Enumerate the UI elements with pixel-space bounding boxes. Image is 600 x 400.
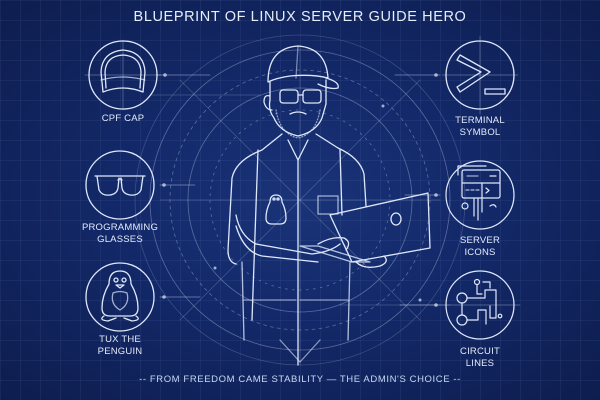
label-terminal-symbol: TERMINAL SYMBOL xyxy=(420,115,540,139)
label-line: PROGRAMMING xyxy=(81,222,159,233)
label-circuit-lines: CIRCUIT LINES xyxy=(420,346,540,370)
label-line: ICONS xyxy=(464,247,496,258)
label-line: SERVER xyxy=(459,235,501,246)
blueprint-dots xyxy=(162,73,438,307)
label-tux-penguin: TUX THE PENGUIN xyxy=(60,334,180,358)
label-server-icons: SERVER ICONS xyxy=(420,235,540,259)
label-line: PENGUIN xyxy=(97,346,143,357)
construction-lines xyxy=(149,44,451,366)
page-title: BLUEPRINT OF LINUX SERVER GUIDE HERO xyxy=(133,9,467,25)
penguin-icon xyxy=(85,262,155,332)
label-line: GLASSES xyxy=(97,234,143,245)
label-line: TUX THE xyxy=(99,334,141,345)
label-cpf-cap: CPF CAP xyxy=(63,113,183,125)
footer-tagline: -- FROM FREEDOM CAME STABILITY — THE ADM… xyxy=(139,374,461,385)
label-line: CIRCUIT xyxy=(460,346,500,357)
terminal-icon xyxy=(441,35,519,115)
label-line: TERMINAL xyxy=(455,115,505,126)
server-icon xyxy=(445,160,515,230)
circuit-icon xyxy=(439,270,521,340)
cap-icon xyxy=(84,39,162,111)
label-line: SYMBOL xyxy=(459,127,501,138)
admin-figure xyxy=(227,45,431,366)
label-line: LINES xyxy=(465,358,495,369)
label-programming-glasses: PROGRAMMING GLASSES xyxy=(60,222,180,246)
glasses-icon xyxy=(85,150,155,220)
label-line: CPF CAP xyxy=(101,113,145,124)
